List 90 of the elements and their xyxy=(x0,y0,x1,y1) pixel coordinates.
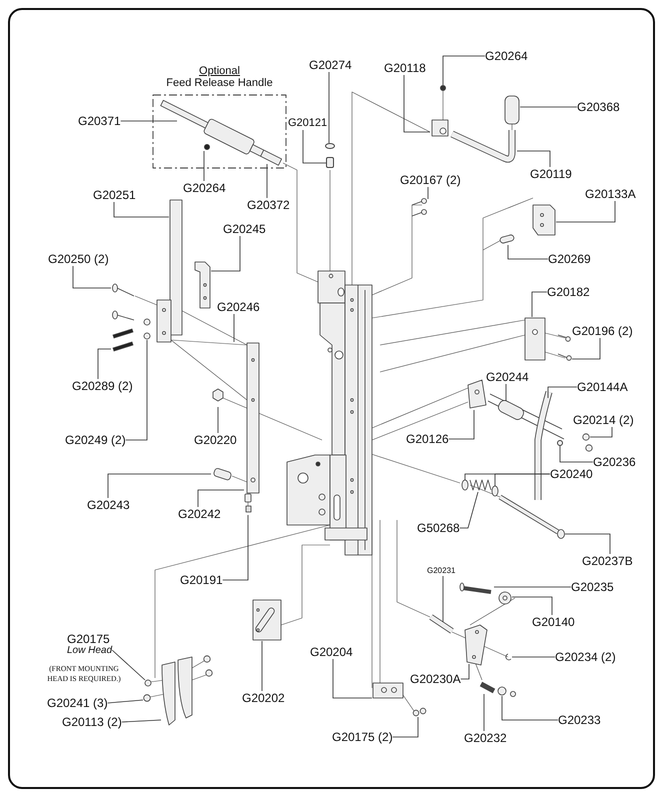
leader-line xyxy=(107,700,144,704)
leader-line xyxy=(460,664,470,680)
leader-line xyxy=(494,474,550,486)
leader-line xyxy=(120,120,178,122)
leader-line xyxy=(442,576,444,622)
part-number-label: G20232 xyxy=(464,731,507,745)
leader-line xyxy=(266,164,268,198)
leader-line xyxy=(210,236,240,272)
leader-line xyxy=(572,338,600,360)
leader-line xyxy=(72,266,112,288)
part-number-label: G20119 xyxy=(530,167,572,181)
part-number-label: G20289 (2) xyxy=(72,379,133,393)
part-number-label: G20202 xyxy=(242,691,285,705)
leader-line xyxy=(508,244,548,260)
part-number-label: G20220 xyxy=(194,433,237,447)
part-number-label: G20182 xyxy=(547,285,590,299)
part-circle xyxy=(325,143,335,149)
leader-line xyxy=(512,596,552,616)
part-circle xyxy=(557,440,563,446)
part-number-label: G20235 xyxy=(571,580,614,594)
part-number-label: G50268 xyxy=(417,521,460,535)
group-title: Feed Release Handle xyxy=(166,77,273,90)
part-number-label: G20242 xyxy=(178,507,221,521)
part-number-label: G20121 xyxy=(288,116,328,130)
part-number-label: G20274 xyxy=(309,58,352,72)
part-number-label: G20249 (2) xyxy=(65,433,126,447)
part-number-label: G20214 (2) xyxy=(573,413,634,427)
part-number-label: G20126 xyxy=(406,432,449,446)
part-number-label: G20175 (2) xyxy=(332,730,393,744)
part-number-label: G20204 xyxy=(310,645,353,659)
part-number-label: G20231 xyxy=(427,566,456,576)
leader-line xyxy=(112,650,146,680)
part-number-label: G20233 xyxy=(558,713,601,727)
part-number-label: G20140 xyxy=(532,615,575,629)
part-number-label: G20118 xyxy=(384,61,426,75)
leader-line xyxy=(108,474,212,498)
part-number-label: G20372 xyxy=(247,198,290,212)
part-number-label: G20251 xyxy=(93,188,136,202)
leader-line xyxy=(590,426,612,438)
leader-line xyxy=(442,56,486,86)
part-number-label: G20230A xyxy=(410,672,461,686)
leader-line xyxy=(459,492,478,528)
leader-line xyxy=(302,130,326,164)
part-number-label: G20191 xyxy=(180,573,223,587)
leader-line xyxy=(125,340,148,440)
part-number-label: G20144A xyxy=(577,380,628,394)
leader-line xyxy=(222,514,248,580)
part-number-label: G20243 xyxy=(87,498,130,512)
leader-line xyxy=(548,386,578,398)
leader-line xyxy=(560,446,594,462)
part-number-label: G20368 xyxy=(577,100,620,114)
leader-line xyxy=(448,410,474,440)
part-box xyxy=(326,157,334,168)
leader-line xyxy=(98,348,112,380)
leader-line xyxy=(114,202,170,218)
part-number-label: G20234 (2) xyxy=(555,650,616,664)
part-number-label: G20237B xyxy=(582,554,633,568)
leader-line xyxy=(198,490,244,508)
leader-line xyxy=(556,200,616,222)
leader-line xyxy=(516,150,550,168)
part-number-label: G20371 xyxy=(78,114,121,128)
part-number-label: G20175 xyxy=(67,632,110,646)
leader-line xyxy=(392,716,418,738)
part-number-label: G20236 xyxy=(593,455,636,469)
part-number-label: G20269 xyxy=(548,252,591,266)
leader-line xyxy=(512,656,556,658)
group-heading: Optional xyxy=(199,65,240,78)
part-circle xyxy=(440,85,446,91)
part-number-label: G20241 (3) xyxy=(47,696,108,710)
leader-line xyxy=(121,720,162,722)
part-number-label: G20113 (2) xyxy=(62,715,122,729)
part-number-label: G20245 xyxy=(223,222,266,236)
part-number-label: G20264 xyxy=(485,49,528,63)
part-number-label: G20167 (2) xyxy=(400,173,461,187)
leader-line xyxy=(564,534,610,554)
leader-line xyxy=(328,72,330,144)
part-number-label: G20244 xyxy=(486,370,529,384)
leader-line xyxy=(520,106,578,108)
leader-line xyxy=(502,696,558,720)
part-number-label: G20133A xyxy=(585,187,636,201)
part-number-label: G20250 (2) xyxy=(48,252,109,266)
leader-line xyxy=(494,586,572,588)
part-number-label: G20246 xyxy=(217,300,260,314)
leader-line xyxy=(332,658,372,698)
part-number-label: G20264 xyxy=(183,181,226,195)
leader-line xyxy=(404,74,430,132)
part-note: Low Head xyxy=(67,646,112,656)
leader-line xyxy=(532,292,548,318)
part-number-label: G20240 xyxy=(550,467,593,481)
part-number-label: G20196 (2) xyxy=(572,324,633,338)
